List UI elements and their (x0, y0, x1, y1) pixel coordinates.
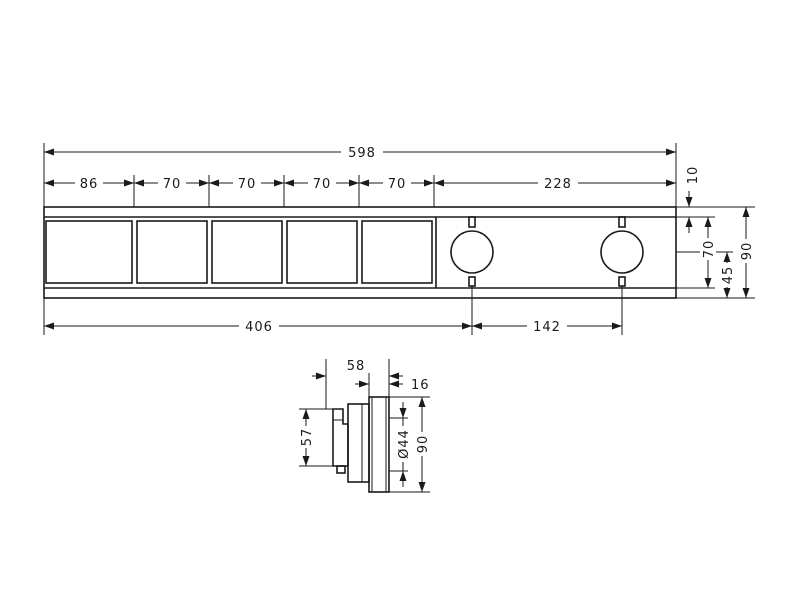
front-dimensions: 598 86 70 70 70 70 228 406 142 10 (43, 143, 755, 335)
dim-label-knob-center-height: 45 (721, 266, 736, 285)
knob-body (347, 403, 370, 483)
dim-label-depth: 58 (347, 359, 366, 374)
button-5 (361, 220, 433, 284)
dim-label-side-height: 90 (416, 435, 431, 454)
dim-label-button-1: 86 (80, 177, 99, 192)
side-view (332, 396, 390, 493)
button-1 (45, 220, 133, 284)
dim-label-inner-height: 70 (702, 240, 717, 259)
dim-label-button-4: 70 (313, 177, 332, 192)
button-2 (136, 220, 208, 284)
dim-label-button-3: 70 (238, 177, 257, 192)
dim-label-body-height: 57 (300, 428, 315, 447)
dim-label-knob-diameter: Ø44 (397, 429, 412, 459)
dim-label-control-area: 228 (544, 177, 572, 192)
side-dimensions: 58 16 57 Ø44 90 (298, 359, 431, 493)
dim-label-top-offset: 10 (686, 166, 701, 185)
dim-label-knob-spacing: 142 (533, 320, 561, 335)
button-3 (211, 220, 283, 284)
knob-1 (450, 216, 494, 287)
dim-label-overall-width: 598 (348, 146, 376, 161)
dim-label-overall-height: 90 (740, 242, 755, 261)
dim-label-button-5: 70 (388, 177, 407, 192)
button-4 (286, 220, 358, 284)
valve-body (332, 408, 349, 467)
knob-2 (600, 216, 644, 287)
dim-label-button-2: 70 (163, 177, 182, 192)
front-view (43, 206, 677, 299)
dim-label-left-to-knob: 406 (245, 320, 273, 335)
dim-label-plate-depth: 16 (411, 378, 430, 393)
